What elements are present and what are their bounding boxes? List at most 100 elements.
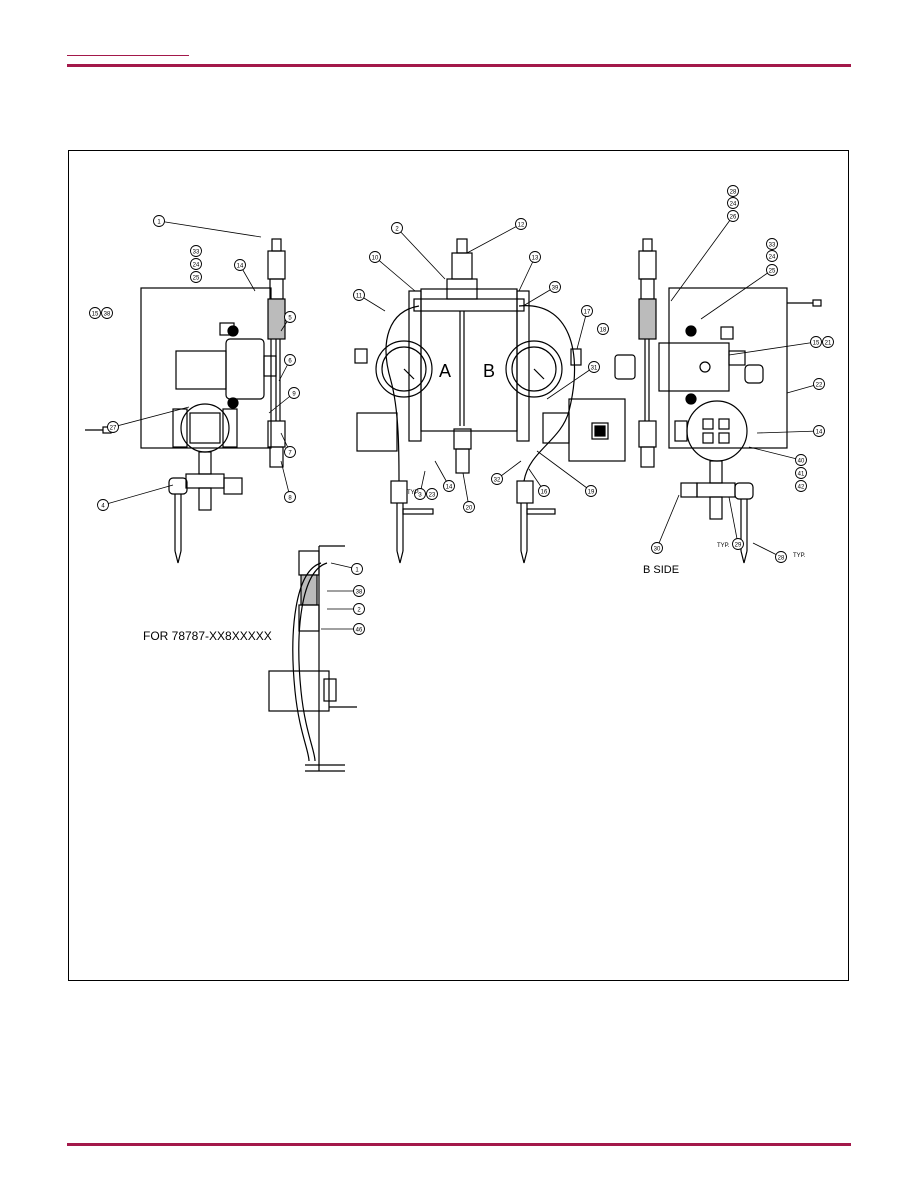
callout-balloon [795,480,807,492]
callout-balloon [549,281,561,293]
callout-number: 30 [654,546,661,552]
callout-number: 26 [730,214,737,220]
callout-number: 4 [101,503,105,509]
variant-label: FOR 78787-XX8XXXXX [143,629,272,643]
callout-number: 39 [552,285,559,291]
callout-leader [576,310,588,350]
callout-leader [466,223,522,254]
callout-number: 7 [288,450,292,456]
callout-number: 33 [193,249,200,255]
callout-balloon [190,245,202,257]
callout-leader [756,430,820,434]
callout-number: 29 [735,542,742,548]
callout-balloon [727,197,739,209]
callout-number: 15 [813,340,820,346]
callout-leader [546,366,595,400]
callout-number: 15 [92,311,99,317]
callout-balloon [107,421,119,433]
callout-leader [522,286,556,307]
callout-balloon [353,585,365,597]
callout-balloon [766,264,778,276]
b-side-label: B SIDE [643,564,679,576]
callout-balloon [810,336,822,348]
callout-number: 17 [584,309,591,315]
callout-leader [112,406,190,428]
callout-balloon [414,488,426,500]
callout-balloon [813,378,825,390]
callout-balloon [234,259,246,271]
callout-number: 27 [110,425,117,431]
callout-number: 14 [816,429,823,435]
callout-balloon [284,354,296,366]
callout-leader [656,494,680,549]
callout-balloon [727,210,739,222]
callout-balloon [813,425,825,437]
callout-number: 23 [429,492,436,498]
callout-leader [396,227,446,280]
callout-balloon [588,361,600,373]
callout-balloon [351,563,363,575]
callout-number: 28 [730,189,737,195]
callout-number: 24 [769,254,776,260]
callout-number: 1 [355,567,359,573]
callout-balloon [353,623,365,635]
callout-number: 46 [356,627,363,633]
callout-balloon [732,538,744,550]
callout-number: 20 [466,505,473,511]
assembly-drawing: 1332425141538569277842121013113917183132… [85,185,834,772]
callout-balloon [795,454,807,466]
callout-balloon [426,488,438,500]
callout-number: 14 [446,484,453,490]
callout-balloon [597,323,609,335]
callout-balloon [284,491,296,503]
callout-number: 19 [588,489,595,495]
callout-leader [700,269,773,320]
callout-leader [280,460,291,498]
callout-leader [102,484,174,506]
callout-leader [536,450,592,492]
callout-number: 24 [730,201,737,207]
callout-number: 2 [357,607,361,613]
callout-number: 18 [600,327,607,333]
callout-balloon [766,238,778,250]
callout-balloon [153,215,165,227]
callout-balloon [353,289,365,301]
callout-balloon [353,603,365,615]
callout-number: 28 [778,555,785,561]
callout-number: 25 [193,275,200,281]
callout-leader [518,256,536,292]
callout-number: 41 [798,471,805,477]
callout-number: 16 [541,489,548,495]
callout-leader [748,446,802,461]
callout-balloon [97,499,109,511]
callout-number: 31 [591,365,598,371]
callout-balloon [89,307,101,319]
callout-balloon [822,336,834,348]
detail-view [268,545,357,772]
callout-leader [670,215,734,302]
header-rule [67,64,851,67]
callout-leader [158,220,262,238]
callout-number: 5 [288,315,292,321]
callout-number: 22 [816,382,823,388]
callout-number: 13 [532,255,539,261]
callout-number: 12 [518,222,525,228]
callout-balloon [101,307,113,319]
callout-number: 1 [157,219,161,225]
callout-number: 10 [372,255,379,261]
callout-number: 8 [288,495,292,501]
callout-leader [374,256,416,292]
callout-balloon [581,305,593,317]
callout-balloon [515,218,527,230]
callout-number: 9 [292,391,296,397]
right-assembly [614,238,822,564]
callout-balloon [651,542,663,554]
callout-balloon [766,250,778,262]
callout-number: 14 [237,263,244,269]
typ-label-right-1: TYP. [717,543,730,549]
callout-balloon [463,501,475,513]
callout-balloon [538,485,550,497]
callout-balloon [288,387,300,399]
